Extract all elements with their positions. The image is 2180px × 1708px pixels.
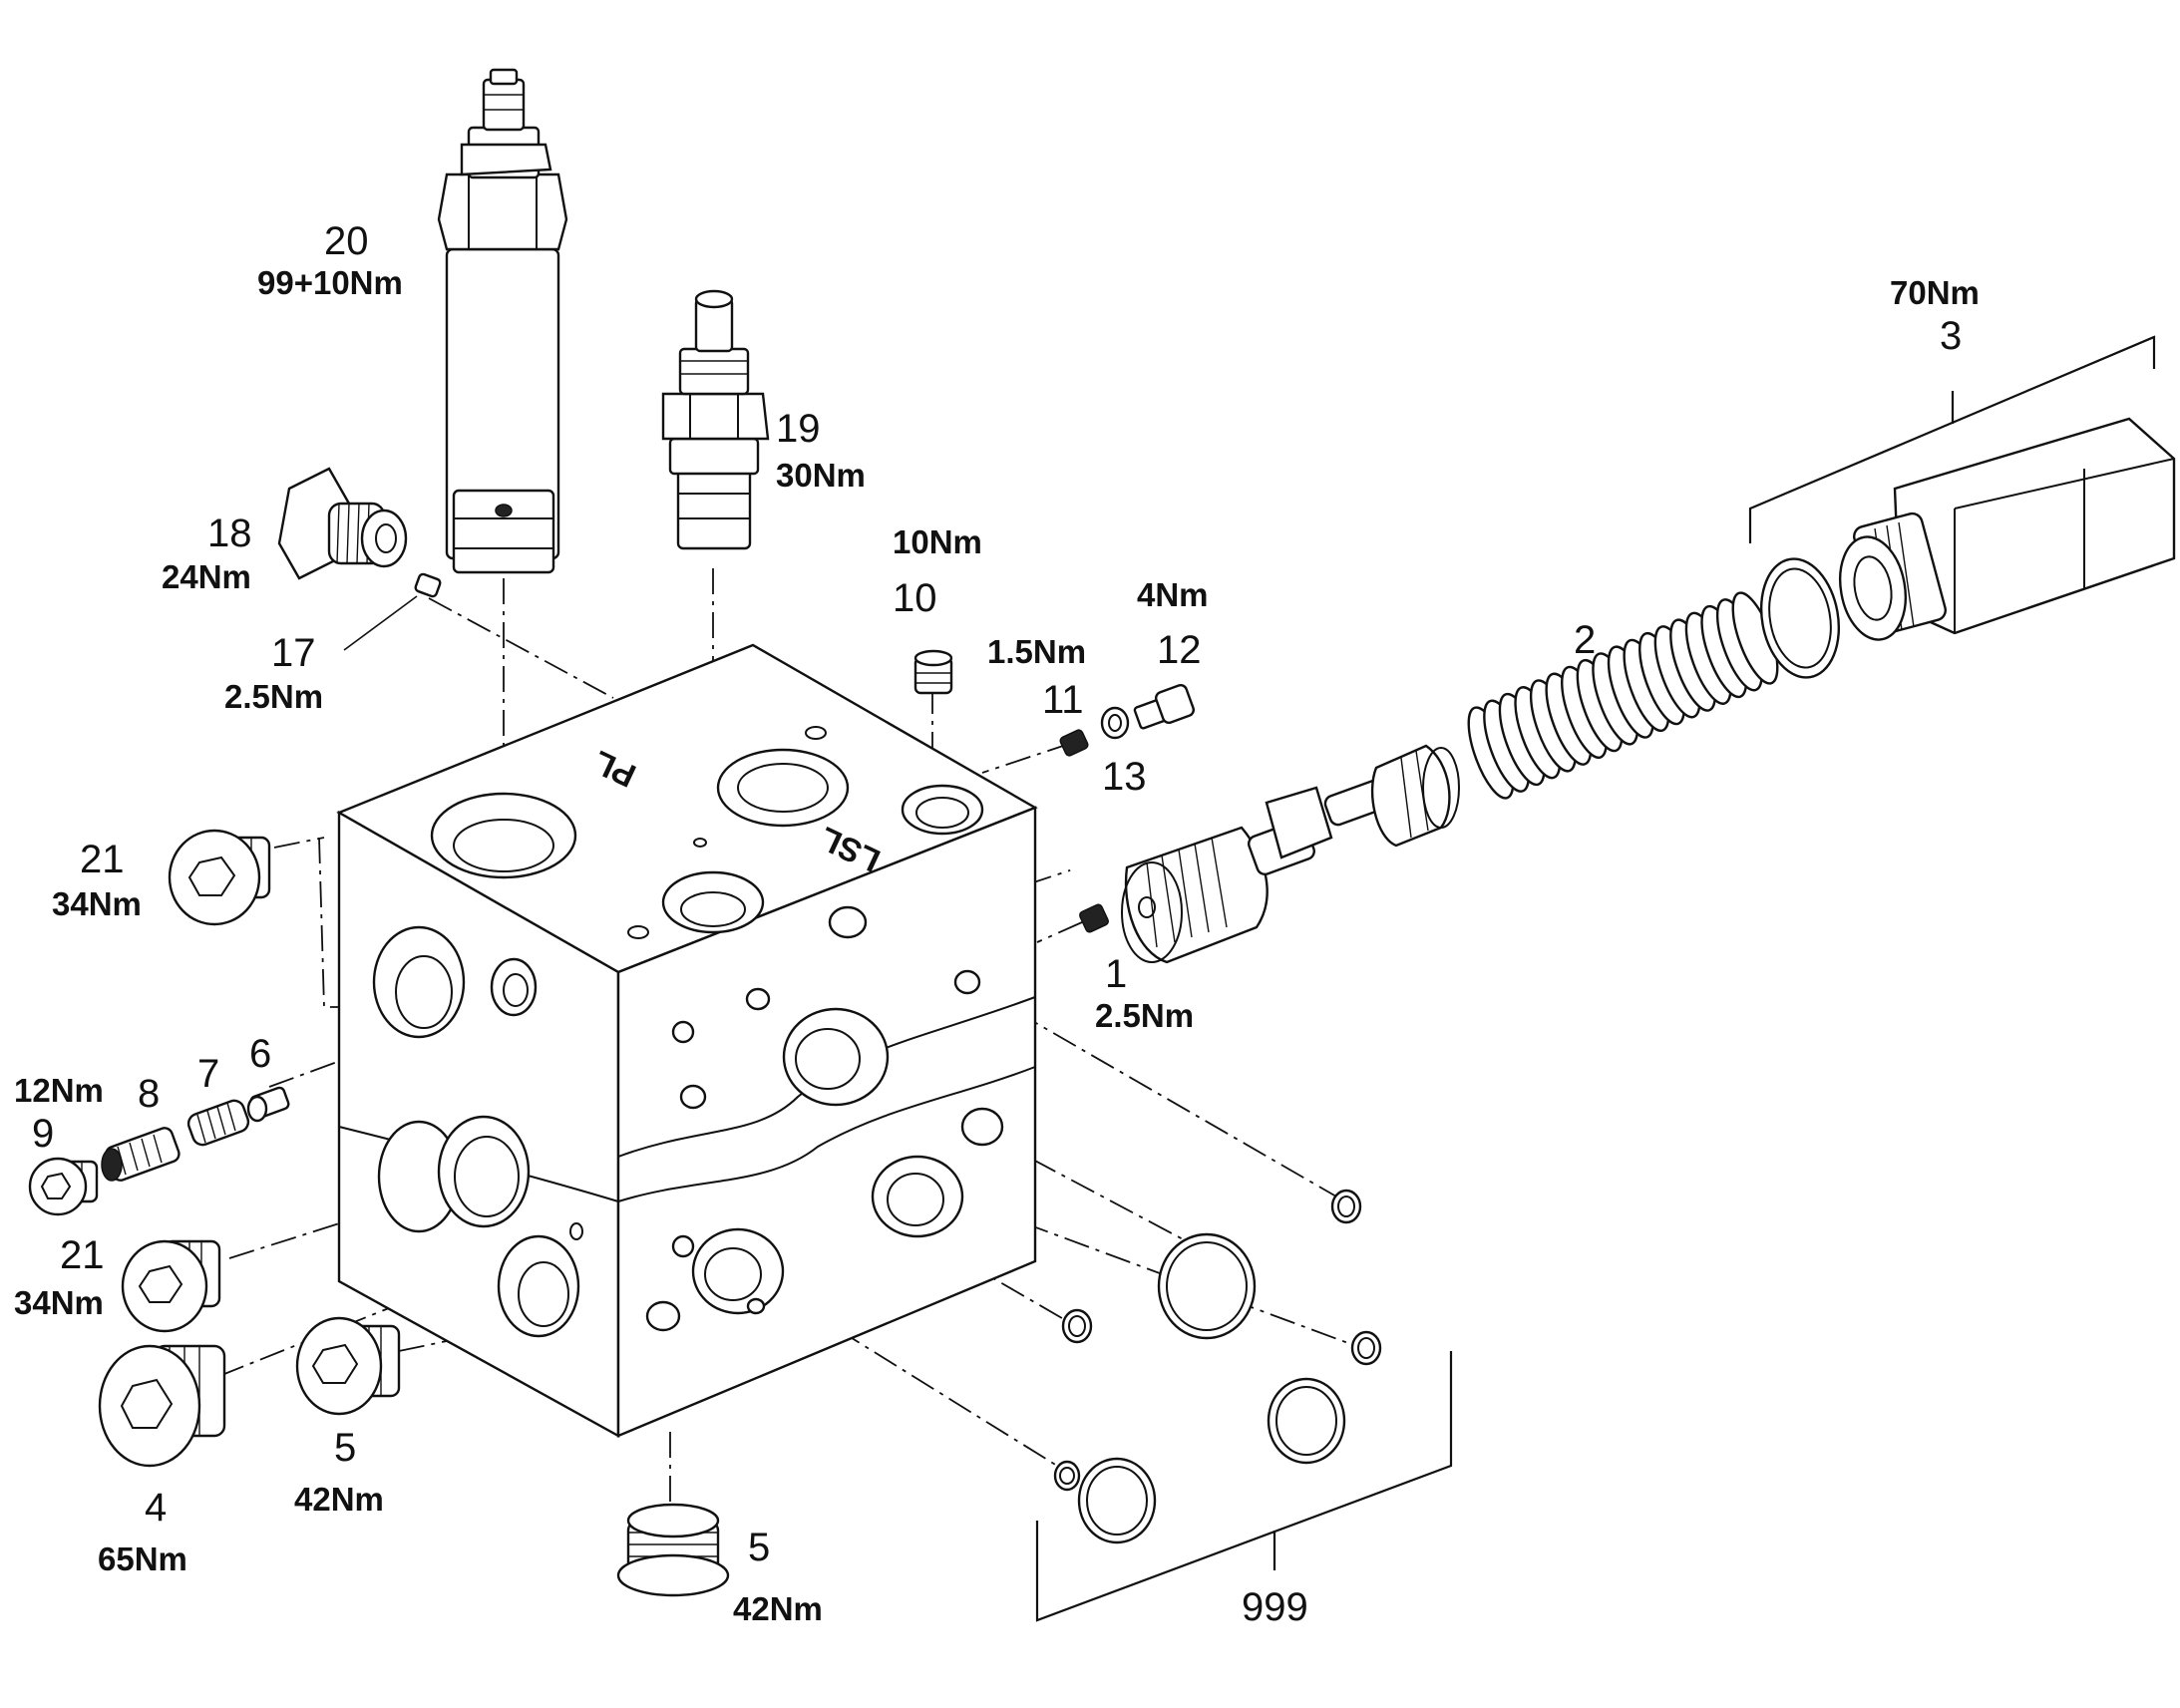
part-20-pressure-cartridge-valve — [437, 68, 568, 574]
label-18-torque: 24Nm — [162, 558, 251, 595]
label-7-number: 7 — [197, 1052, 219, 1096]
label-6-number: 6 — [249, 1032, 271, 1076]
part-17-grub-screw — [343, 572, 442, 651]
spool — [1121, 744, 1460, 964]
part-3-end-cap — [1839, 417, 2176, 641]
label-5a-number: 5 — [334, 1426, 356, 1470]
label-999-number: 999 — [1242, 1585, 1308, 1629]
top-port-small — [661, 870, 765, 934]
label-21b-number: 21 — [60, 1233, 105, 1277]
label-17-number: 17 — [271, 631, 316, 675]
label-8-torque: 12Nm — [14, 1072, 104, 1109]
label-20-torque: 99+10Nm — [257, 264, 403, 301]
label-8-number: 8 — [138, 1072, 160, 1116]
part-3-o-ring — [1759, 557, 1841, 679]
top-port-large — [430, 792, 577, 879]
label-1-number: 1 — [1105, 952, 1127, 996]
part-10-plug — [913, 649, 953, 695]
label-11-number: 11 — [1042, 678, 1084, 722]
label-10-torque: 10Nm — [893, 523, 982, 560]
callout-labels: 20 99+10Nm 19 30Nm 18 24Nm 17 2.5Nm 10Nm… — [14, 219, 1980, 1629]
part-1-grub-screw — [1079, 903, 1109, 933]
label-3-number: 3 — [1940, 314, 1962, 358]
label-12-torque: 4Nm — [1137, 576, 1209, 613]
label-4-torque: 65Nm — [98, 1540, 187, 1577]
label-5b-torque: 42Nm — [733, 1590, 823, 1627]
top-port-center — [716, 748, 850, 828]
label-21a-number: 21 — [80, 838, 125, 881]
label-4-number: 4 — [145, 1486, 167, 1530]
part-12-screw — [1133, 683, 1196, 730]
part-5-side-plug — [295, 1316, 401, 1416]
label-18-number: 18 — [207, 512, 252, 555]
label-10-number: 10 — [893, 576, 937, 620]
label-11-torque: 1.5Nm — [987, 633, 1086, 670]
part-9-plug — [28, 1157, 99, 1216]
label-21b-torque: 34Nm — [14, 1284, 104, 1321]
label-12-number: 12 — [1157, 628, 1202, 672]
label-19-torque: 30Nm — [776, 457, 866, 494]
label-13-number: 13 — [1102, 755, 1147, 799]
part-11-grub-screw — [1059, 729, 1089, 757]
label-3-torque: 70Nm — [1890, 274, 1980, 311]
part-999-bracket — [1035, 1351, 1453, 1622]
label-17-torque: 2.5Nm — [224, 678, 323, 715]
top-port-right — [901, 784, 984, 836]
label-21a-torque: 34Nm — [52, 885, 142, 922]
part-5-bottom-plug — [616, 1503, 730, 1597]
label-5a-torque: 42Nm — [294, 1481, 384, 1518]
part-999-seal-kit — [1053, 1189, 1382, 1544]
label-1-torque: 2.5Nm — [1095, 997, 1194, 1034]
part-6-pin — [246, 1086, 290, 1123]
part-4-plug — [98, 1344, 226, 1468]
label-9-number: 9 — [32, 1112, 54, 1156]
part-3-bracket — [1748, 335, 2156, 543]
part-18-check-valve-plug — [277, 467, 408, 580]
part-8-threaded-insert — [101, 1127, 181, 1182]
part-2-spring — [1467, 591, 1779, 800]
part-19-cartridge-valve — [661, 289, 770, 550]
part-7-spring — [186, 1099, 250, 1147]
part-13-seal-washer — [1100, 706, 1130, 740]
valve-block: PL LSL — [336, 643, 1038, 1439]
part-21-upper-plug — [168, 829, 271, 926]
part-21-lower-plug — [121, 1239, 221, 1333]
label-19-number: 19 — [776, 407, 821, 451]
label-5b-number: 5 — [748, 1526, 770, 1569]
label-2-number: 2 — [1574, 618, 1596, 662]
label-20-number: 20 — [324, 219, 369, 263]
